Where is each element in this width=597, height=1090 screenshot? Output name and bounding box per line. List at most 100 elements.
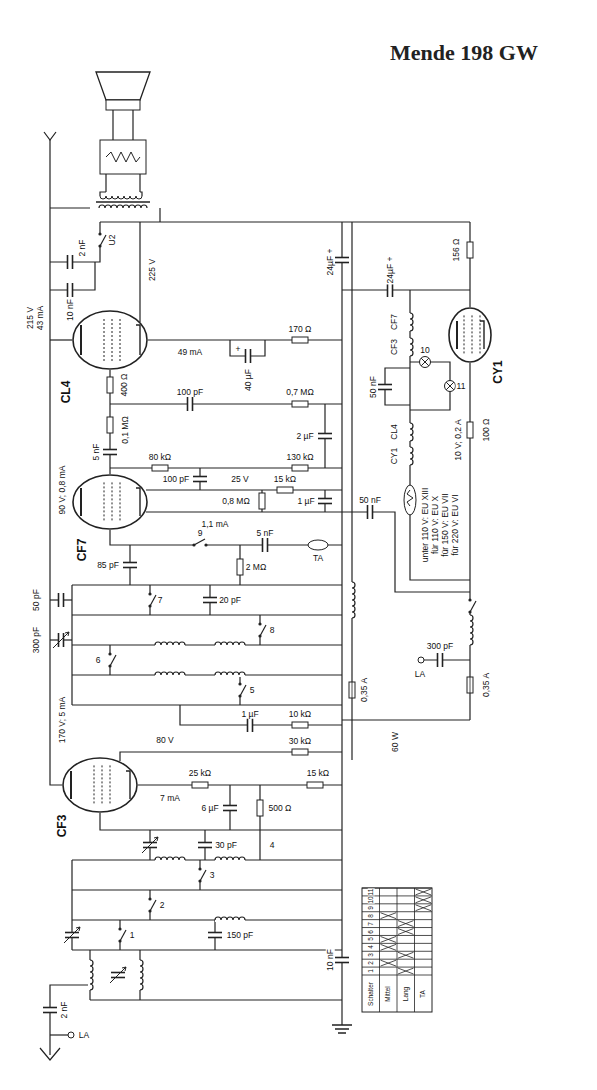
- tube-cathode: [126, 771, 130, 799]
- tube-grid: [102, 765, 103, 804]
- gap: [155, 673, 185, 677]
- lamp-symbol: [421, 358, 429, 366]
- component-value: 2 nF: [78, 238, 87, 257]
- wire: [469, 222, 470, 307]
- coil-symbol: [90, 960, 93, 990]
- coil-symbol: [410, 423, 413, 441]
- table-cross: [416, 889, 432, 895]
- variable-arrow: [110, 967, 126, 983]
- component-value: 30 kΩ: [288, 737, 312, 746]
- wire: [424, 659, 470, 660]
- component-value: 49 mA: [177, 348, 204, 357]
- coil-symbol: [410, 447, 413, 465]
- fuse-symbol: [467, 677, 473, 693]
- resistor-symbol: [259, 493, 265, 509]
- resistor-symbol: [292, 749, 308, 755]
- component-value: 15 kΩ: [273, 475, 297, 484]
- component-value: 1: [129, 931, 136, 940]
- tube-grid: [112, 482, 113, 521]
- coil-symbol: [410, 313, 413, 331]
- capacitor-symbol: [72, 283, 74, 297]
- component-value: 11: [456, 382, 467, 391]
- coil-symbol: [215, 642, 245, 645]
- resistor-symbol: [107, 377, 113, 393]
- tube-anode: [80, 325, 82, 355]
- capacitor-symbol: [103, 454, 117, 456]
- table-cross: [416, 889, 432, 895]
- lamp-symbol: [446, 382, 454, 390]
- gap: [215, 918, 245, 922]
- table-rule: [362, 935, 432, 936]
- tube-anode: [456, 321, 458, 349]
- lamp-symbol: [446, 382, 454, 390]
- component-value: 60 W: [391, 731, 400, 753]
- component-value: 50 nF: [358, 496, 382, 505]
- tube-outline: [448, 307, 492, 363]
- resistor-symbol: [467, 242, 473, 258]
- gap: [99, 206, 147, 210]
- table-cross: [398, 921, 414, 927]
- table-cross: [398, 968, 414, 974]
- component-value: 6 µF: [200, 804, 219, 813]
- table-rule: [362, 943, 432, 944]
- capacitor-symbol: [372, 505, 374, 519]
- wire: [71, 585, 72, 705]
- wire: [120, 752, 342, 761]
- tube-grid: [104, 482, 105, 521]
- fuse-symbol: [349, 682, 355, 698]
- table-rule: [362, 919, 432, 920]
- pickup-socket: [308, 540, 328, 550]
- switch-contact: [118, 927, 121, 930]
- component-value: 100 Ω: [482, 418, 491, 443]
- capacitor-symbol: [223, 810, 237, 812]
- component-value: 10 nF: [66, 298, 75, 322]
- wire: [72, 704, 342, 705]
- capacitor-symbol: [318, 503, 332, 505]
- coil-symbol: [470, 615, 473, 645]
- gap: [215, 643, 245, 647]
- table-cross: [398, 921, 414, 927]
- capacitor-symbol: [67, 255, 69, 269]
- table-cross: [381, 913, 397, 919]
- wire: [342, 719, 470, 720]
- component-value: 24µF +: [386, 256, 395, 285]
- coil-symbol: [99, 205, 147, 208]
- component-value: +: [235, 345, 242, 354]
- table-cell: 6: [368, 930, 375, 934]
- component-value: 500 Ω: [268, 804, 293, 813]
- resistor-symbol: [107, 417, 113, 433]
- gap: [408, 313, 412, 331]
- component-value: 43 mA: [36, 305, 45, 332]
- component-value: 2 nF: [60, 1000, 69, 1019]
- tube-envelope: CF7: [72, 474, 148, 530]
- tube-outline: [72, 474, 148, 530]
- wire: [72, 949, 342, 950]
- coil-symbol: [215, 672, 245, 675]
- wire: [50, 207, 90, 208]
- table-cross: [416, 905, 432, 911]
- component-value: 400 Ω: [120, 373, 129, 398]
- capacitor-symbol: [208, 937, 222, 939]
- wire: [259, 830, 260, 860]
- component-value: 100 pF: [162, 475, 190, 484]
- switch-blade: [200, 870, 206, 881]
- component-value: 6: [95, 656, 102, 665]
- tube-name: CF7: [76, 538, 88, 563]
- gap: [468, 615, 472, 645]
- capacitor-symbol: [103, 449, 117, 451]
- terminal: [68, 1032, 74, 1038]
- component-value: TA: [312, 554, 324, 563]
- capacitor-symbol: [335, 962, 349, 964]
- capacitor-symbol: [203, 597, 217, 599]
- capacitor-symbol: [58, 593, 60, 607]
- component-value: 9: [197, 529, 204, 538]
- tube-name: CL4: [60, 380, 72, 405]
- wire: [132, 110, 133, 140]
- tube-cathode: [136, 325, 140, 355]
- variable-arrow: [125, 967, 126, 971]
- resistor-symbol: [292, 337, 308, 343]
- zigzag-resistor: [106, 152, 140, 162]
- component-value: 150 pF: [226, 931, 254, 940]
- component-value: 8: [269, 626, 276, 635]
- resistor-symbol: [292, 401, 308, 407]
